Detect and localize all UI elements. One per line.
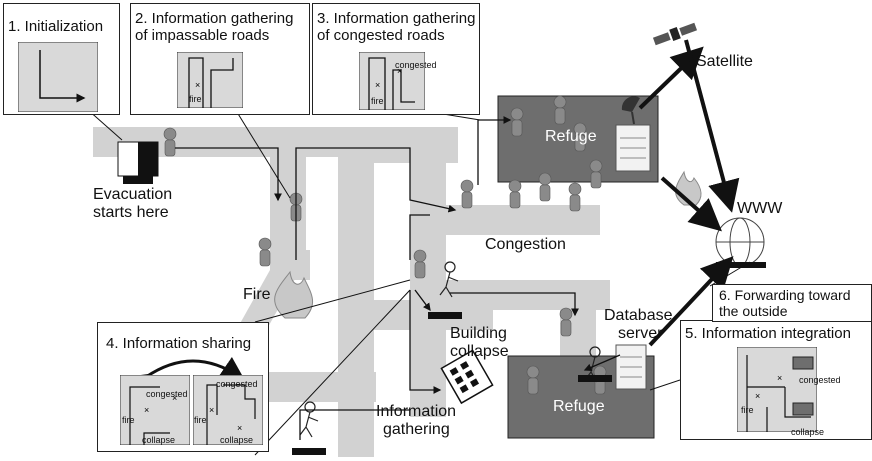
step4-collapse-left: collapse [142, 435, 176, 445]
person-icon [553, 95, 567, 125]
step3-map-icon: × × [359, 52, 425, 110]
device-pad [428, 312, 462, 319]
fire-label: Fire [243, 286, 271, 303]
www-label: WWW [737, 200, 783, 217]
step4-map-icon-left: × × [120, 375, 190, 445]
collapsed-building-icon [440, 349, 494, 405]
device-pad [578, 375, 612, 382]
satellite-icon [652, 22, 698, 46]
person-icon [508, 179, 522, 209]
person-icon [413, 249, 427, 279]
comm-arrows [638, 39, 740, 347]
person-icon [510, 107, 524, 137]
step4-box: 4. Information sharing × × × × congested… [97, 322, 269, 452]
step5-box: 5. Information integration × × congested… [680, 320, 872, 440]
refuge-bottom-label: Refuge [553, 398, 605, 415]
svg-text:×: × [144, 405, 149, 415]
fire-icon [274, 270, 314, 319]
step2-fire-label: fire [189, 94, 202, 104]
database-server-icon [615, 344, 647, 390]
svg-text:×: × [237, 423, 242, 433]
satellite-dish-icon [621, 96, 640, 125]
step3-congested-label: congested [395, 60, 437, 70]
satellite-label: Satellite [696, 53, 753, 70]
step2-box: 2. Information gathering of impassable r… [130, 3, 310, 115]
step2-title-line1: 2. Information gathering [135, 10, 294, 27]
step5-collapse: collapse [791, 427, 825, 437]
person-icon [538, 172, 552, 202]
step2-map-icon: × [177, 52, 243, 108]
step3-title-line2: of congested roads [317, 27, 445, 44]
person-icon [460, 179, 474, 209]
step4-collapse-right: collapse [220, 435, 254, 445]
congestion-label: Congestion [485, 236, 566, 253]
svg-text:×: × [755, 391, 760, 401]
person-icon [163, 127, 177, 157]
svg-text:×: × [777, 373, 782, 383]
share-arrow-icon [138, 356, 245, 381]
server-icon [615, 124, 651, 172]
person-icon [589, 159, 603, 189]
step6-title-line1: 6. Forwarding toward [719, 287, 851, 303]
info-gathering-line2: gathering [383, 421, 450, 438]
step1-box: 1. Initialization [3, 3, 120, 115]
building-collapse-line1: Building [450, 325, 507, 342]
person-icon [526, 365, 540, 395]
step3-box: 3. Information gathering of congested ro… [312, 3, 480, 115]
step1-title: 1. Initialization [8, 18, 104, 35]
building-collapse-line2: collapse [450, 343, 509, 360]
step4-congested-right: congested [216, 379, 258, 389]
person-icon [258, 237, 272, 267]
svg-text:×: × [209, 405, 214, 415]
step5-congested: congested [799, 375, 841, 385]
evacuation-start-icon [117, 141, 159, 184]
step3-fire-label: fire [371, 96, 384, 106]
flow-arrows [175, 116, 621, 440]
svg-text:×: × [375, 80, 380, 90]
globe-icon [715, 217, 766, 268]
database-server-line1: Database [604, 307, 673, 324]
step6-title-line2: the outside [719, 303, 788, 319]
step4-title: 4. Information sharing [106, 335, 252, 352]
step6-box: 6. Forwarding toward the outside [712, 284, 872, 322]
step4-fire-right: fire [194, 415, 207, 425]
device-pad [292, 448, 326, 455]
person-icon [573, 122, 587, 152]
step5-map-icon: × × [737, 347, 817, 432]
step1-map-icon [18, 42, 98, 112]
step5-fire: fire [741, 405, 754, 415]
step4-fire-left: fire [122, 415, 135, 425]
svg-text:×: × [172, 393, 177, 403]
step4-map-icon-right: × × [193, 375, 263, 445]
step4-congested-left: congested [146, 389, 188, 399]
evacuation-label-line1: Evacuation [93, 186, 173, 203]
evacuation-label-line2: starts here [93, 204, 169, 221]
info-gathering-line1: Information [376, 403, 457, 420]
step3-title-line1: 3. Information gathering [317, 10, 476, 27]
svg-text:×: × [397, 66, 402, 76]
svg-text:×: × [195, 80, 200, 90]
step5-title: 5. Information integration [685, 325, 851, 342]
person-icon [568, 182, 582, 212]
person-icon [559, 307, 573, 337]
database-server-line2: server [618, 325, 663, 342]
refuge-top-label: Refuge [545, 128, 597, 145]
step2-title-line2: of impassable roads [135, 27, 270, 44]
